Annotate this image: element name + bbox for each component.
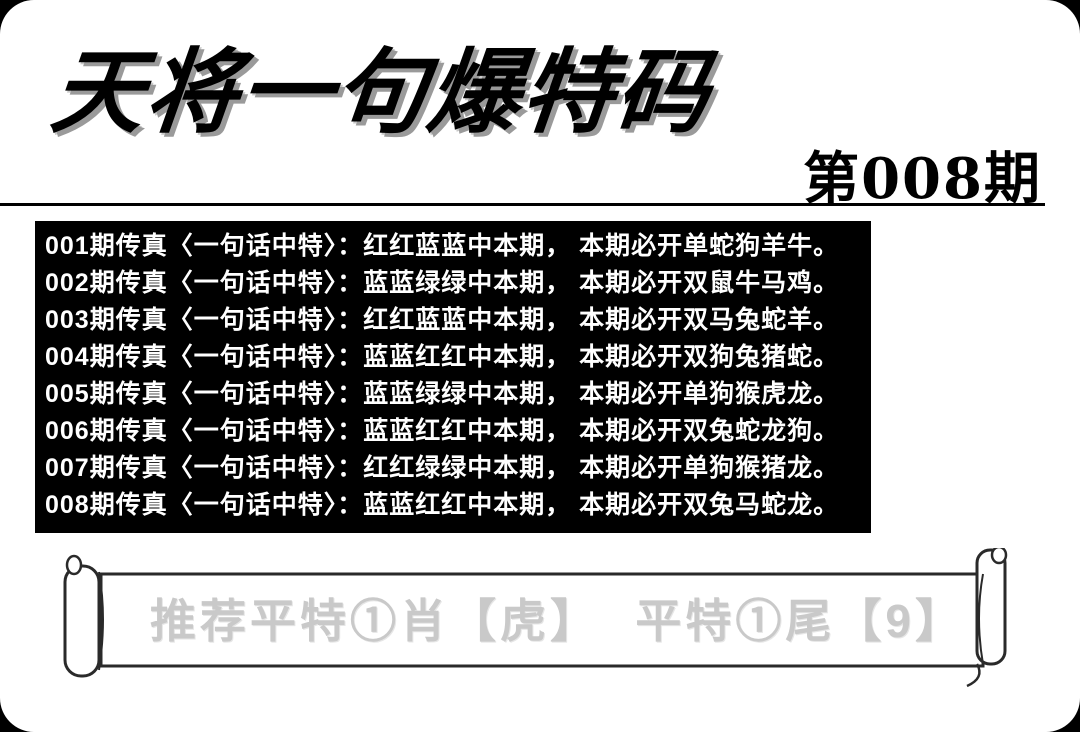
banner-left-text: 推荐平特①肖【虎】 (150, 595, 600, 647)
fax-line-001: 001期传真〈一句话中特〉：红红蓝蓝中本期， 本期必开单蛇狗羊牛。 (45, 232, 840, 260)
banner-right-text: 平特①尾【9】 (635, 595, 965, 647)
fax-line-002: 002期传真〈一句话中特〉：蓝蓝绿绿中本期， 本期必开双鼠牛马鸡。 (45, 269, 840, 297)
fax-lines-panel: 001期传真〈一句话中特〉：红红蓝蓝中本期， 本期必开单蛇狗羊牛。 002期传真… (35, 221, 871, 533)
scroll-graphic-icon (63, 548, 1008, 688)
page-title: 天将一句爆特码 (46, 38, 716, 146)
fax-line-004: 004期传真〈一句话中特〉：蓝蓝红红中本期， 本期必开双狗兔猪蛇。 (45, 343, 840, 371)
fax-line-008: 008期传真〈一句话中特〉：蓝蓝红红中本期， 本期必开双兔马蛇龙。 (45, 491, 840, 519)
banner-text-row: 推荐平特①肖【虎】 平特①尾【9】 (130, 586, 985, 650)
fax-line-006: 006期传真〈一句话中特〉：蓝蓝红红中本期， 本期必开双兔蛇龙狗。 (45, 417, 840, 445)
fax-line-003: 003期传真〈一句话中特〉：红红蓝蓝中本期， 本期必开双马兔蛇羊。 (45, 306, 840, 334)
fax-line-007: 007期传真〈一句话中特〉：红红绿绿中本期， 本期必开单狗猴猪龙。 (45, 454, 840, 482)
issue-number: 第008期 (803, 146, 1042, 212)
divider-line (0, 203, 1045, 206)
fax-line-005: 005期传真〈一句话中特〉：蓝蓝绿绿中本期， 本期必开单狗猴虎龙。 (45, 380, 840, 408)
scroll-banner: 推荐平特①肖【虎】 平特①尾【9】 (55, 548, 1030, 693)
